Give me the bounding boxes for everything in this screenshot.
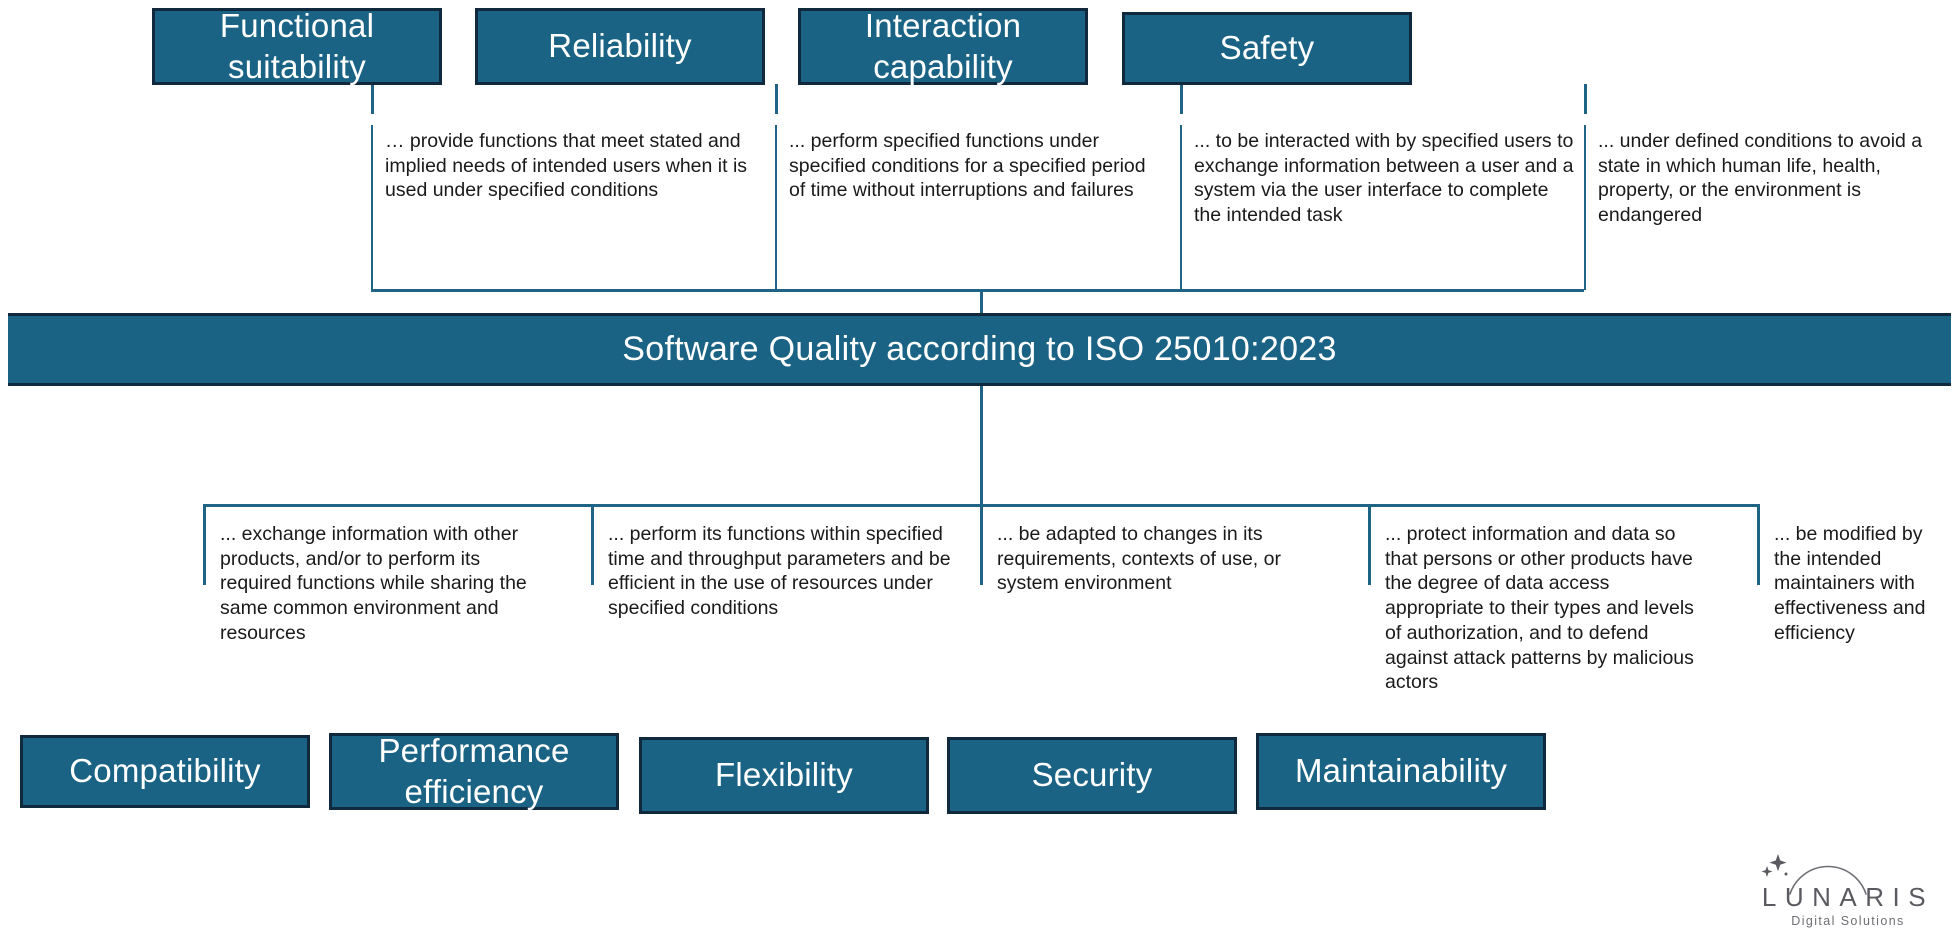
characteristic-label: Compatibility (69, 752, 261, 790)
description-security: ... protect information and data so that… (1385, 523, 1694, 694)
characteristic-label: Reliability (548, 27, 692, 65)
description-safety: ... under defined conditions to avoid a … (1584, 125, 1934, 290)
center-banner: Software Quality according to ISO 25010:… (8, 313, 1951, 386)
description-performance-efficiency: ... perform its functions within specifi… (608, 523, 951, 620)
characteristic-label: Security (1031, 756, 1153, 794)
description-reliability: ... perform specified functions under sp… (775, 125, 1175, 290)
characteristic-box-maintainability[interactable]: Maintainability (1256, 733, 1546, 810)
characteristic-box-safety[interactable]: Safety (1122, 12, 1412, 85)
connector-riser-security (1368, 504, 1371, 585)
page-title: Software Quality according to ISO 25010:… (622, 330, 1337, 368)
description-interaction-capability: ... to be interacted with by specified u… (1180, 125, 1584, 290)
logo-arc-and-sparkles-icon (1761, 854, 1867, 895)
connector-spine-bottom (980, 386, 983, 506)
description-functional-suitability: … provide functions that meet stated and… (371, 125, 771, 290)
logo-wordmark: LUNARIS (1761, 882, 1935, 912)
characteristic-box-compatibility[interactable]: Compatibility (20, 735, 310, 808)
connector-drop-functional-suitability (371, 84, 374, 114)
connector-spine-top (980, 290, 983, 316)
characteristic-box-reliability[interactable]: Reliability (475, 8, 765, 85)
characteristic-label: Maintainability (1294, 752, 1508, 790)
connector-riser-flexibility (980, 504, 983, 585)
characteristic-box-security[interactable]: Security (947, 737, 1237, 814)
characteristic-box-flexibility[interactable]: Flexibility (639, 737, 929, 814)
logo-tagline: Digital Solutions (1791, 914, 1905, 928)
description-maintainability: ... be modified by the intended maintain… (1774, 523, 1926, 644)
connector-rail-top (371, 289, 1584, 292)
connector-drop-interaction-capability (1180, 84, 1183, 114)
characteristic-label: Flexibility (715, 756, 853, 794)
characteristic-label: Safety (1219, 29, 1315, 67)
connector-riser-compatibility (203, 504, 206, 585)
connector-drop-reliability (775, 84, 778, 114)
connector-riser-performance-efficiency (591, 504, 594, 585)
connector-riser-maintainability (1757, 504, 1760, 585)
logo: LUNARIS Digital Solutions (1748, 848, 1948, 928)
description-flexibility: ... be adapted to changes in its require… (997, 523, 1281, 595)
connector-drop-safety (1584, 84, 1587, 114)
description-compatibility: ... exchange information with other prod… (220, 523, 527, 644)
